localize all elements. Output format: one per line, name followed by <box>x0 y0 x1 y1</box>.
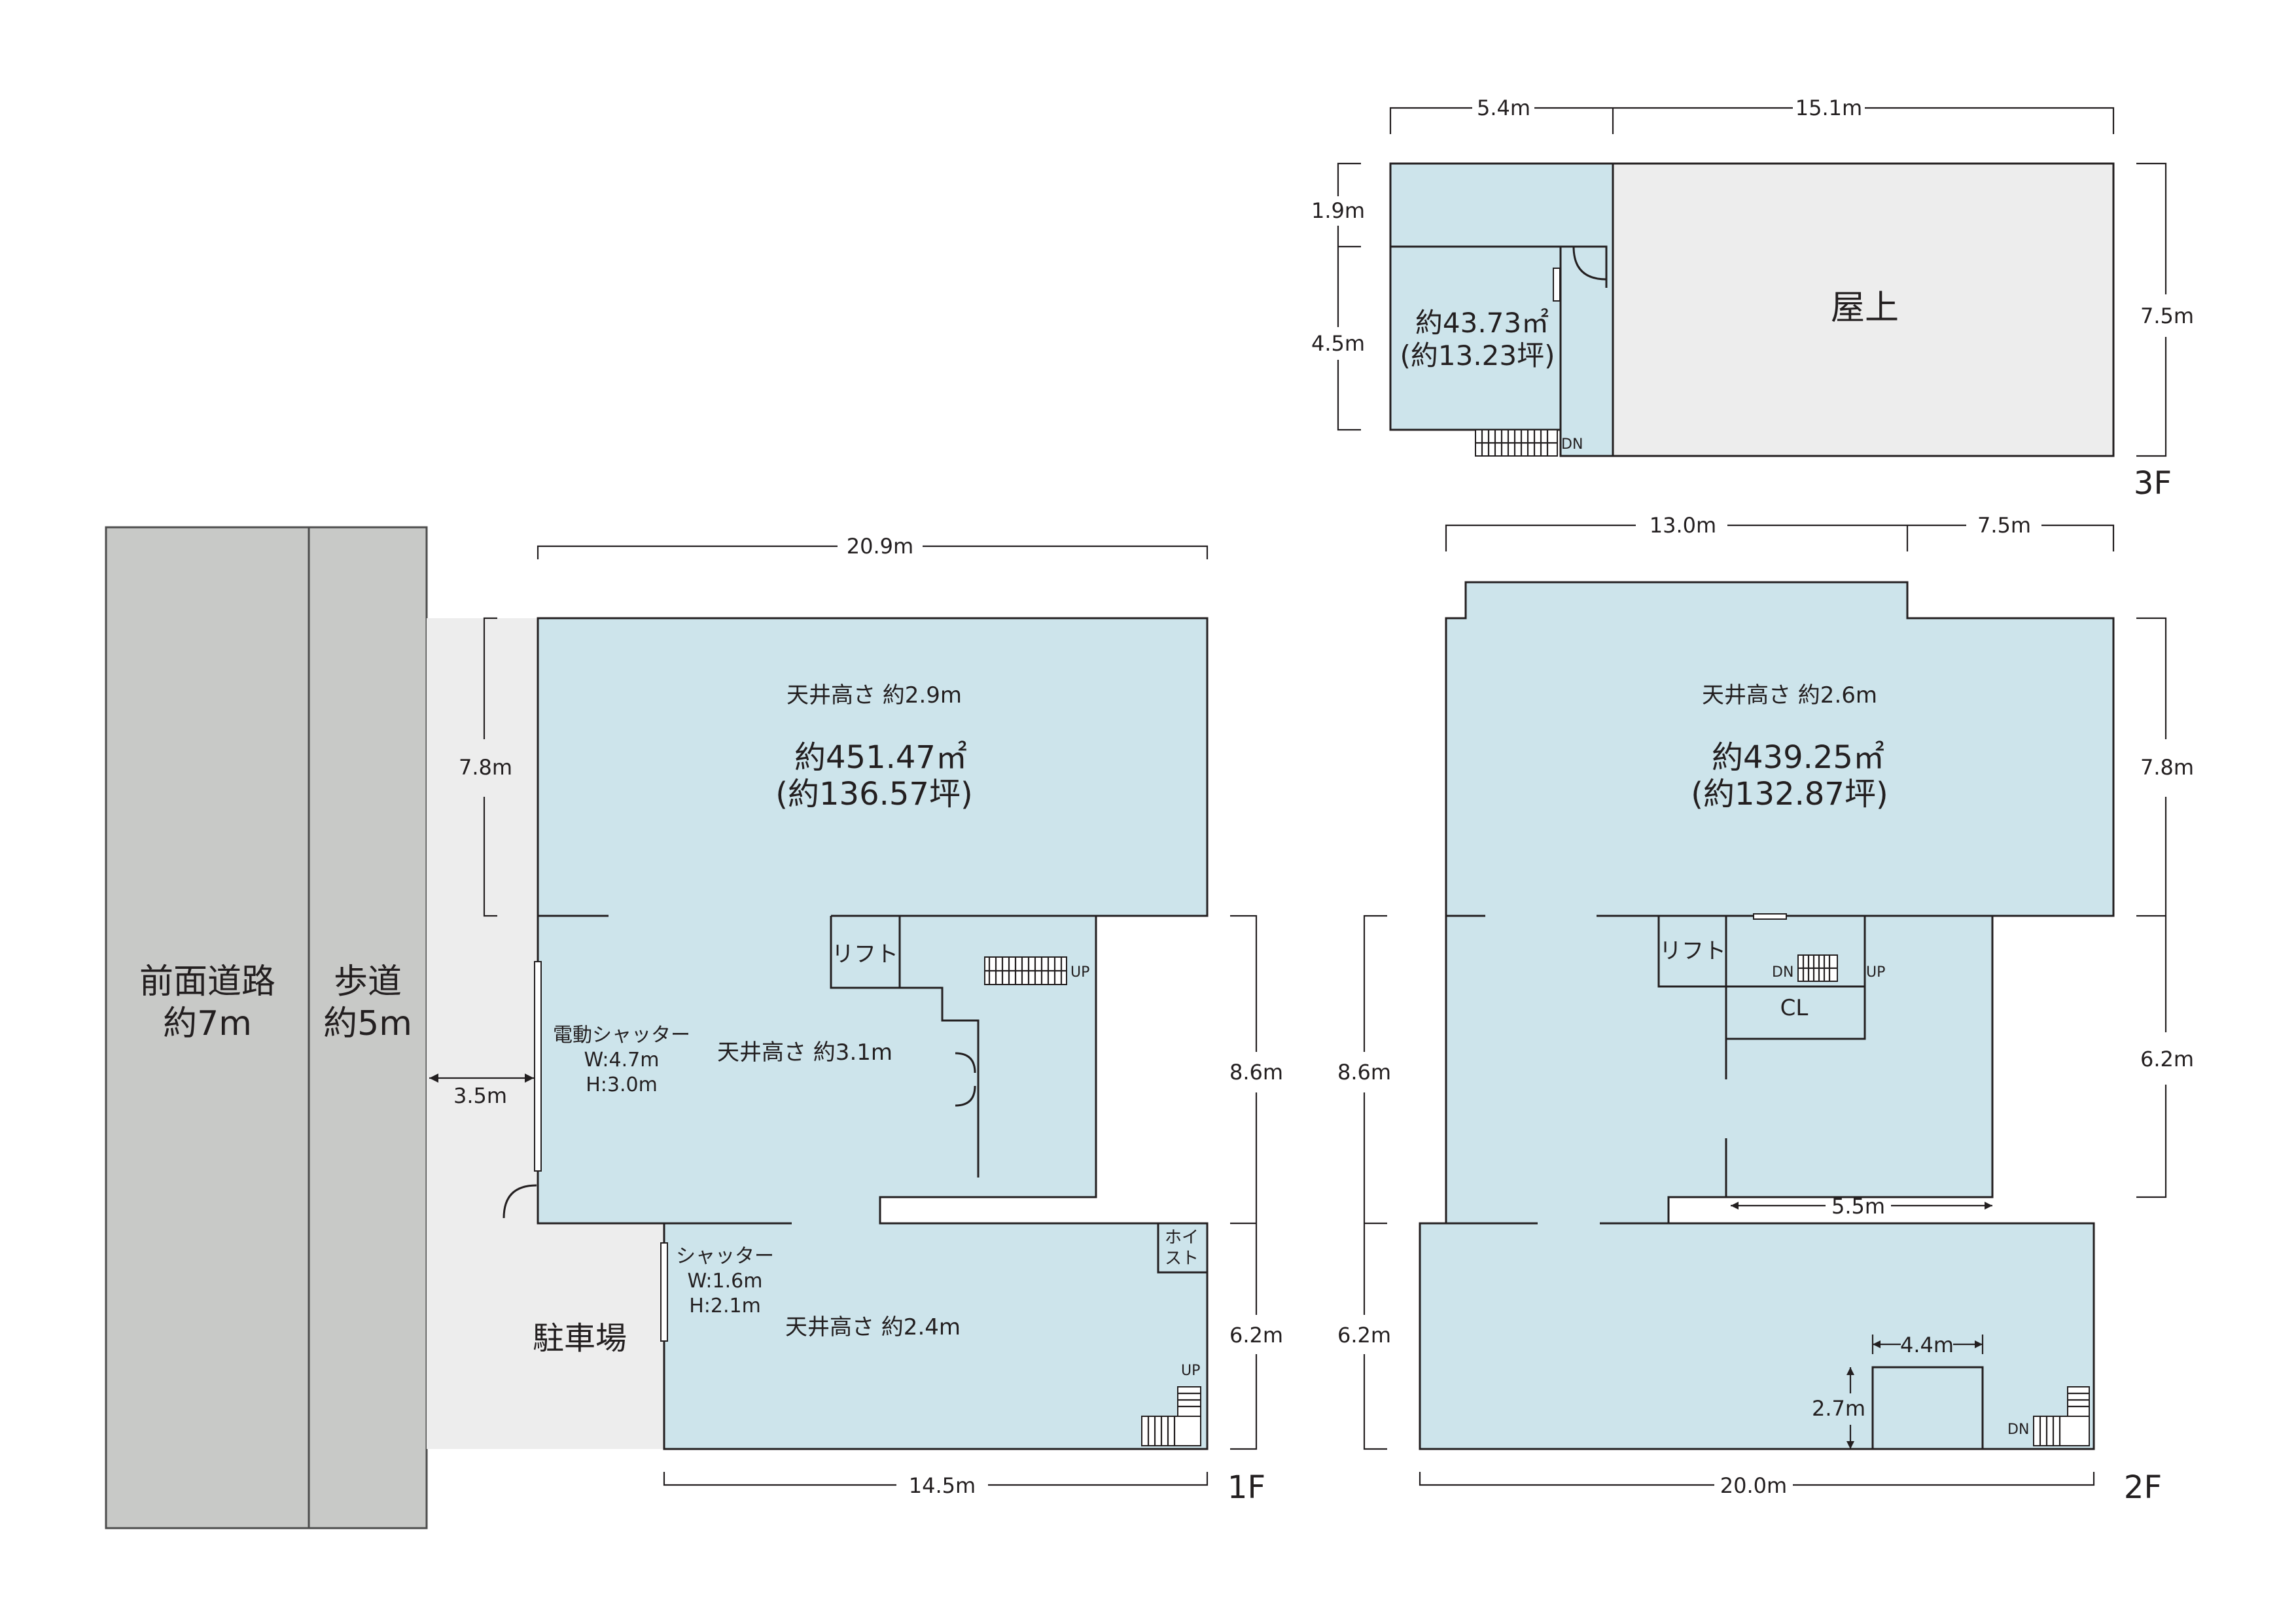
f2-dim-box-h: 2.7m <box>1812 1396 1865 1421</box>
f1-dim-left: 7.8m <box>459 755 512 780</box>
parking-label: 駐車場 <box>533 1320 627 1357</box>
f1-dim-right-mid: 8.6m <box>1229 1060 1283 1085</box>
road-name: 前面道路 <box>139 962 275 1002</box>
sidewalk: 歩道 約5m <box>308 526 428 1529</box>
f2-dn-corner: DN <box>2007 1422 2029 1438</box>
f1-shutter <box>660 1242 668 1342</box>
f1-shutter-w: W:1.6m <box>688 1270 763 1293</box>
front-road: 前面道路 約7m <box>105 526 310 1529</box>
f1-lift-label: リフト <box>832 941 898 968</box>
f2-stairs-corner: DN <box>2007 1386 2090 1446</box>
f1-floor-label: 1F <box>1227 1469 1265 1506</box>
f2-dn-mid: DN <box>1772 964 1793 981</box>
f2-dim-left-lower: 6.2m <box>1337 1323 1391 1348</box>
f1-electric-shutter <box>534 961 542 1172</box>
floor-2f: DN UP DN 天井高さ 約2.6m 約439.25㎡ (約132.87坪) … <box>1337 513 2194 1506</box>
f3-dim-left-lower: 4.5m <box>1311 331 1365 356</box>
f3-dimensions: 5.4m 15.1m 1.9m 4.5m 7.5m <box>1311 96 2194 457</box>
f1-area: 約451.47㎡ <box>794 739 967 776</box>
f1-shutter-name: シャッター <box>676 1245 774 1268</box>
f2-up-mid: UP <box>1866 964 1885 981</box>
f1-hoist-line1: ホイ <box>1165 1228 1199 1248</box>
floor-1f: UP UP 天井高さ 約2.9m 約451.47㎡ (約136.57坪) リフト… <box>459 534 1283 1506</box>
f3-dim-top-right: 15.1m <box>1795 96 1862 120</box>
f2-floor-label: 2F <box>2124 1469 2162 1506</box>
f2-dim-right-mid: 6.2m <box>2140 1047 2194 1072</box>
f2-tsubo: (約132.87坪) <box>1691 776 1888 812</box>
f1-dimensions: 20.9m 7.8m 8.6m 6.2m 14.5m <box>459 534 1283 1498</box>
f3-rooftop <box>1612 162 2115 457</box>
f3-dim-left-upper: 1.9m <box>1311 198 1365 223</box>
f1-mid-ceiling: 天井高さ 約3.1m <box>717 1039 892 1066</box>
f3-tsubo: (約13.23坪) <box>1400 340 1555 372</box>
f3-dim-right: 7.5m <box>2140 304 2194 328</box>
f1-stairs-corner: UP <box>1141 1363 1201 1446</box>
f1-electric-shutter-name: 電動シャッター <box>553 1024 690 1047</box>
f2-area: 約439.25㎡ <box>1712 739 1884 776</box>
f1-dim-right-lower: 6.2m <box>1229 1323 1283 1348</box>
f1-upper-ceiling: 天井高さ 約2.9m <box>786 682 962 708</box>
f2-dimensions: 13.0m 7.5m 7.8m 6.2m 8.6m 6.2m 20.0m 5.5… <box>1337 513 2194 1498</box>
setback-label: 3.5m <box>453 1083 507 1108</box>
f1-electric-shutter-w: W:4.7m <box>584 1049 660 1072</box>
f1-dim-top: 20.9m <box>847 534 913 559</box>
road-width: 約7m <box>163 1004 252 1043</box>
f3-dn-label: DN <box>1561 436 1583 453</box>
f3-dim-top-left: 5.4m <box>1477 96 1530 120</box>
f2-dim-top-left: 13.0m <box>1650 513 1716 538</box>
f1-electric-shutter-h: H:3.0m <box>586 1073 658 1096</box>
f2-closet-label: CL <box>1780 995 1809 1021</box>
f2-dim-inner: 5.5m <box>1831 1194 1885 1219</box>
f3-rooftop-label: 屋上 <box>1831 288 1899 328</box>
f2-dim-left-mid: 8.6m <box>1337 1060 1391 1085</box>
f3-stairs: DN <box>1475 429 1583 457</box>
setback-dimension: 3.5m <box>429 1073 534 1108</box>
f1-stairs-mid: UP <box>984 956 1089 985</box>
f3-floor-label: 3F <box>2134 465 2172 502</box>
f3-area: 約43.73㎡ <box>1415 307 1549 339</box>
f1-tsubo: (約136.57坪) <box>775 776 972 812</box>
f2-dim-top-right: 7.5m <box>1977 513 2031 538</box>
floor-3f: DN 約43.73㎡ (約13.23坪) 屋上 5.4m 15.1m 1.9m … <box>1311 96 2194 502</box>
f2-stairs-mid: DN UP <box>1772 954 1885 982</box>
f2-dim-right-upper: 7.8m <box>2140 755 2194 780</box>
f2-lift-label: リフト <box>1659 938 1726 964</box>
f1-hoist-line2: スト <box>1165 1249 1199 1268</box>
parking-area <box>510 1223 664 1449</box>
f3-room <box>1389 162 1614 457</box>
f2-dim-box-w: 4.4m <box>1900 1333 1954 1357</box>
f1-dim-bottom: 14.5m <box>909 1473 976 1498</box>
sidewalk-name: 歩道 <box>334 962 402 1002</box>
sidewalk-width: 約5m <box>323 1004 412 1043</box>
f2-dim-bottom: 20.0m <box>1720 1473 1787 1498</box>
f1-lower-ceiling: 天井高さ 約2.4m <box>785 1314 961 1340</box>
f1-shutter-h: H:2.1m <box>689 1295 761 1318</box>
f2-outline <box>1419 581 2115 1450</box>
f1-up-label-mid: UP <box>1070 964 1089 981</box>
f1-up-label-corner: UP <box>1181 1363 1200 1379</box>
f2-ceiling: 天井高さ 約2.6m <box>1702 682 1877 708</box>
